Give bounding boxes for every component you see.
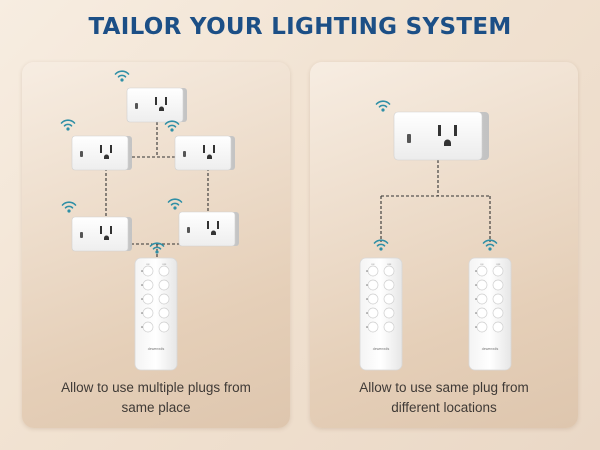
caption-line: same place [121,400,191,415]
smart-plug-icon [126,87,188,123]
caption-line: different locations [391,400,497,415]
remote-brand-label: dewenwils [148,347,165,351]
panel-multiple-plugs: ON OFF [22,62,290,428]
smart-plug-icon [174,135,236,171]
remote-brand-label: dewenwils [482,347,499,351]
remote-control-icon: dewenwils [359,257,403,371]
page-title: TAILOR YOUR LIGHTING SYSTEM [88,14,512,40]
panel-multiple-locations: ON OFF [310,62,578,428]
remote-control-icon: dewenwils [134,257,178,371]
smart-plug-icon [71,135,133,171]
smart-plug-icon [178,211,240,247]
multiple-plugs-illustration: ON OFF [60,70,240,371]
remote-brand-label: dewenwils [373,347,390,351]
smart-plug-icon [71,216,133,252]
wifi-signal-icon [167,198,183,211]
caption-line: Allow to use same plug from [359,380,529,395]
wifi-signal-icon [164,120,180,133]
wifi-signal-icon [114,70,130,83]
caption-multiple-plugs: Allow to use multiple plugs from same pl… [22,378,290,418]
remote-control-icon: dewenwils [468,257,512,371]
multiple-locations-illustration: ON OFF [359,100,512,371]
wifi-signal-icon [375,100,391,113]
wifi-signal-icon [60,119,76,132]
connector-lines [380,160,491,242]
caption-line: Allow to use multiple plugs from [61,380,251,395]
caption-multiple-locations: Allow to use same plug from different lo… [310,378,578,418]
smart-plug-icon [393,111,489,161]
wifi-signal-icon [61,201,77,214]
